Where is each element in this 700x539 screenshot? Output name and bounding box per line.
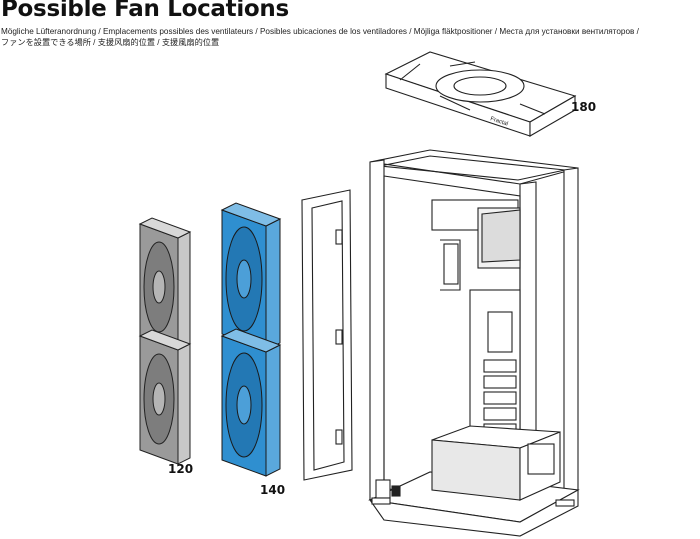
fan-120-size-label: 120: [168, 462, 194, 476]
pc-case: [368, 149, 580, 537]
page-subtitle: Mögliche Lüfteranordnung / Emplacements …: [1, 26, 699, 48]
fan-180-brand: Fractal: [489, 116, 508, 127]
gpu-fins: [483, 359, 517, 437]
fan-140-pair: [220, 202, 282, 477]
fan-120-pair: [138, 217, 192, 465]
fan-180-size-label: 180: [571, 100, 597, 114]
fan-180-top: Fractal: [384, 51, 577, 137]
fan-140-upper: [220, 202, 282, 351]
svg-text:Fractal: Fractal: [489, 116, 508, 127]
fan-140-lower: [220, 328, 282, 477]
page-title: Possible Fan Locations: [1, 0, 289, 22]
subtitle-line-2: ファンを設置できる場所 / 支援风扇的位置 / 支援風扇的位置: [1, 38, 220, 47]
fan-140-size-label: 140: [260, 483, 286, 497]
fan-mounting-bracket: [301, 189, 353, 481]
fan-120-lower: [138, 329, 192, 465]
subtitle-line-1: Mögliche Lüfteranordnung / Emplacements …: [1, 27, 639, 36]
